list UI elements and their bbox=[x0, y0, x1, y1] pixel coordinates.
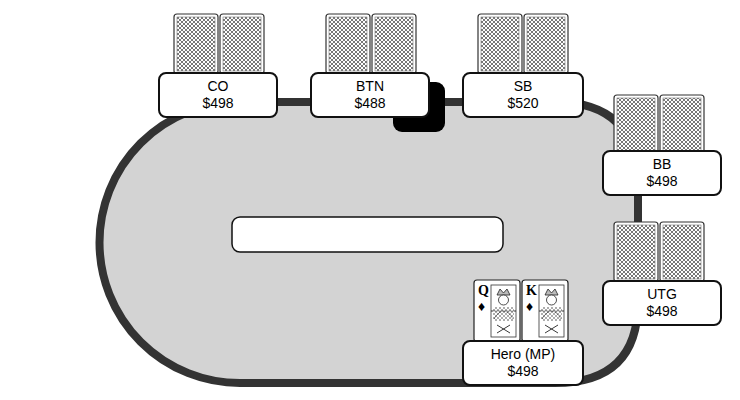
card-back bbox=[614, 95, 658, 155]
stack-size: $520 bbox=[507, 95, 538, 112]
seat-position: Hero (MP) bbox=[491, 346, 556, 363]
card-back bbox=[524, 14, 568, 74]
player-seat: UTG$498 bbox=[602, 280, 722, 326]
card-back bbox=[326, 14, 370, 74]
card-back bbox=[174, 14, 218, 74]
card-back bbox=[660, 95, 704, 155]
card-face bbox=[522, 280, 568, 342]
card-suit: ♦ bbox=[526, 300, 533, 314]
player-seat: SB$520 bbox=[462, 72, 584, 118]
stack-size: $498 bbox=[646, 303, 677, 320]
player-seat: Hero (MP)$498 bbox=[462, 340, 584, 386]
seat-position: BTN bbox=[356, 78, 384, 95]
stack-size: $498 bbox=[202, 95, 233, 112]
board-area bbox=[232, 217, 503, 252]
seat-position: CO bbox=[208, 78, 229, 95]
player-seat: CO$498 bbox=[158, 72, 278, 118]
seat-position: BB bbox=[653, 156, 672, 173]
stack-size: $498 bbox=[507, 363, 538, 380]
player-seat: BB$498 bbox=[602, 150, 722, 196]
player-seat: BTN$488 bbox=[310, 72, 430, 118]
card-back bbox=[660, 222, 704, 282]
seat-position: UTG bbox=[647, 286, 677, 303]
stack-size: $498 bbox=[646, 173, 677, 190]
stack-size: $488 bbox=[354, 95, 385, 112]
card-face bbox=[474, 280, 520, 342]
card-back bbox=[220, 14, 264, 74]
seat-position: SB bbox=[514, 78, 533, 95]
card-rank: K bbox=[526, 284, 537, 298]
card-back bbox=[372, 14, 416, 74]
card-suit: ♦ bbox=[478, 300, 485, 314]
card-back bbox=[478, 14, 522, 74]
card-rank: Q bbox=[478, 284, 489, 298]
card-back bbox=[614, 222, 658, 282]
